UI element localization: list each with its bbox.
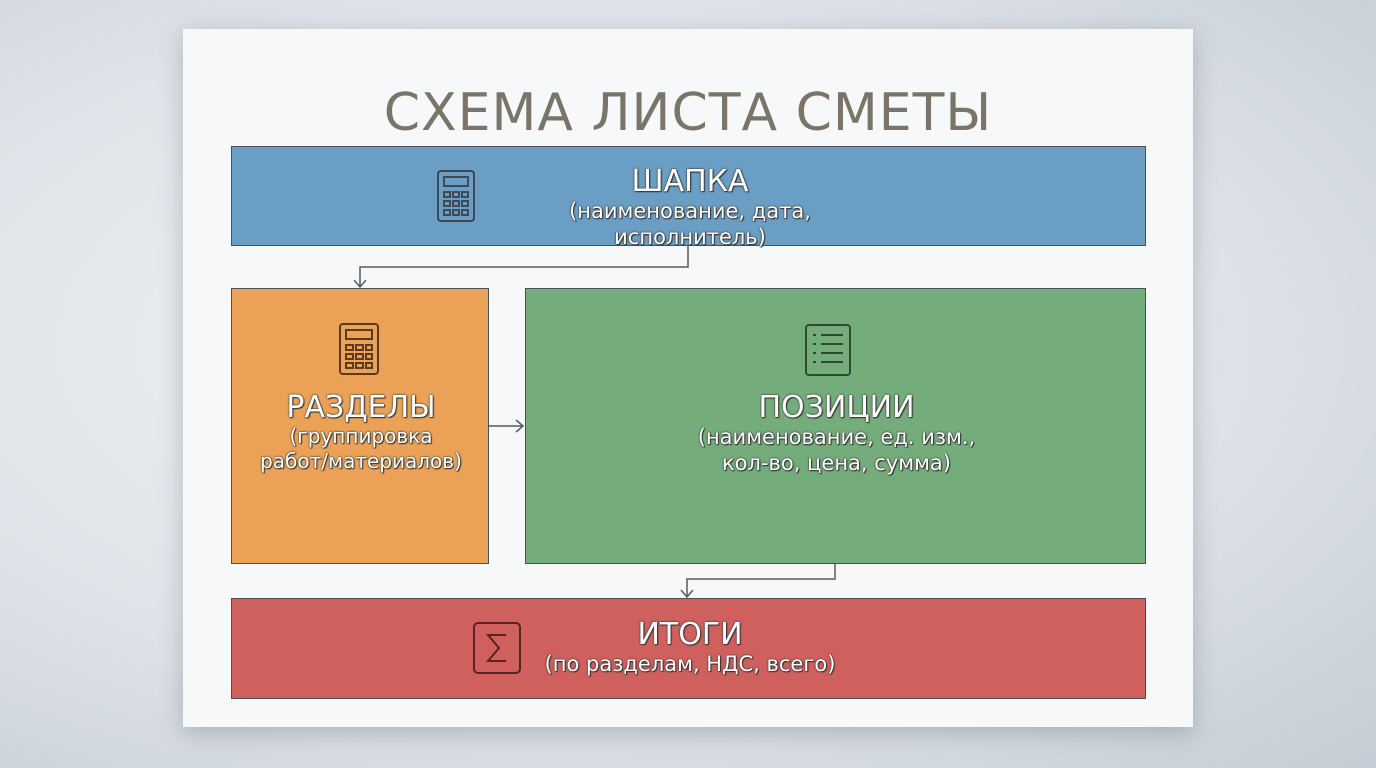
header-subtitle: (наименование, дата, исполнитель) [569,199,811,250]
calculator-icon [339,323,379,375]
list-icon [805,324,851,376]
sections-subtitle-line2: работ/материалов) [260,449,462,473]
calculator-icon [437,170,475,222]
sections-subtitle-line1: (группировка [289,424,433,448]
totals-block: ИТОГИ (по разделам, НДС, всего) [231,598,1146,699]
items-block: ПОЗИЦИИ (наименование, ед. изм., кол-во,… [525,288,1146,564]
sections-title: РАЗДЕЛЫ [286,390,436,425]
totals-subtitle: (по разделам, НДС, всего) [544,652,836,676]
arrow-header-to-sections [359,246,689,287]
totals-title: ИТОГИ [637,617,743,652]
items-subtitle-line2: кол-во, цена, сумма) [722,451,951,476]
items-title: ПОЗИЦИИ [758,390,915,425]
diagram-card: СХЕМА ЛИСТА СМЕТЫ ШАПКА (наиме [183,29,1193,727]
arrow-items-to-totals [686,564,836,597]
connector-arrows [353,246,836,599]
sections-block: РАЗДЕЛЫ (группировка работ/материалов) [231,288,489,564]
header-title: ШАПКА [631,164,749,199]
diagram-title: СХЕМА ЛИСТА СМЕТЫ [383,83,993,143]
header-block: ШАПКА (наименование, дата, исполнитель) [231,146,1146,249]
items-subtitle-line1: (наименование, ед. изм., [697,425,976,449]
sigma-icon [473,622,521,674]
